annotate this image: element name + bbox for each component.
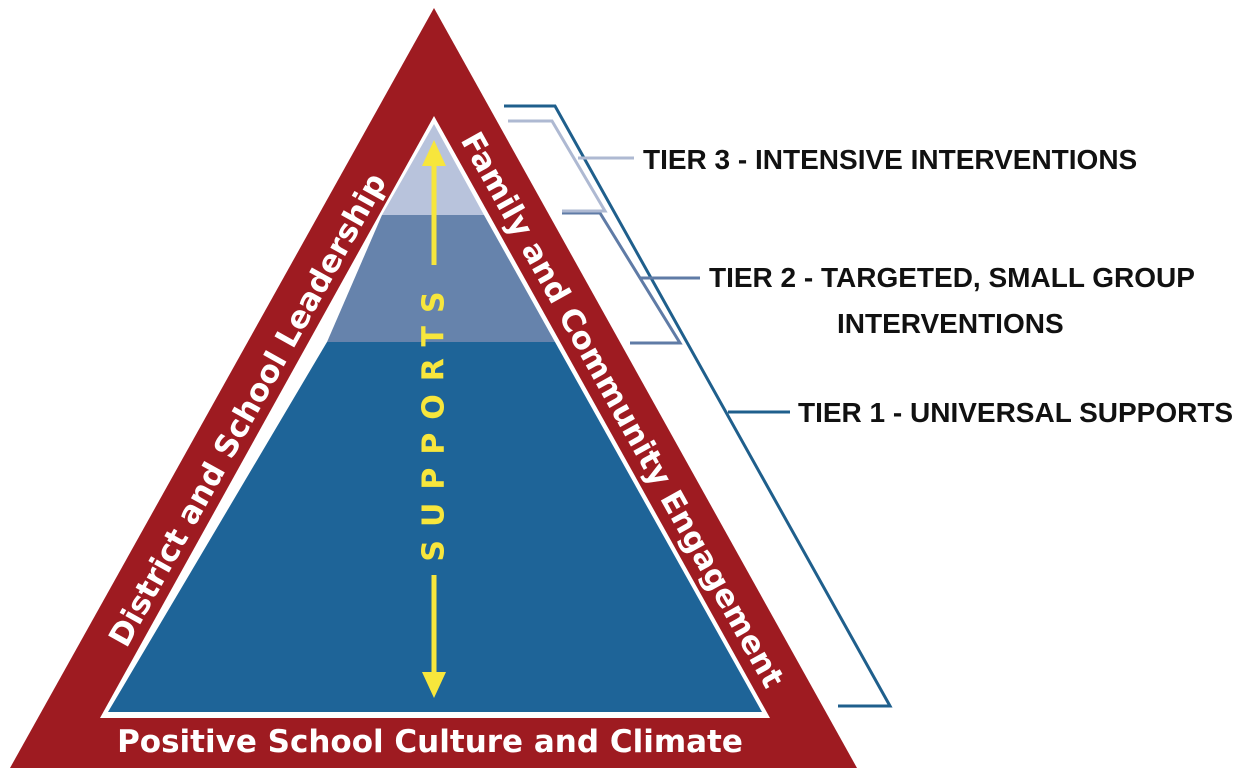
tier-2-label-line-1: TIER 2 - TARGETED, SMALL GROUP: [709, 262, 1195, 293]
tier-1-band: [108, 342, 762, 712]
supports-arrow-head-down-icon: [422, 672, 446, 698]
tier-3-bracket: [508, 119, 608, 213]
tier-1-label: TIER 1 - UNIVERSAL SUPPORTS: [798, 397, 1233, 428]
supports-label: SUPPORTS: [417, 278, 452, 561]
tier-2-label-line-2: INTERVENTIONS: [837, 308, 1064, 339]
frame-base-label: Positive School Culture and Climate: [117, 724, 743, 760]
tier-2-band: [327, 215, 555, 342]
tier-3-label: TIER 3 - INTENSIVE INTERVENTIONS: [643, 144, 1137, 175]
supports-arrow: [422, 140, 446, 698]
tier-1-bracket: [504, 104, 893, 708]
supports-arrow-head-up-icon: [422, 140, 446, 166]
